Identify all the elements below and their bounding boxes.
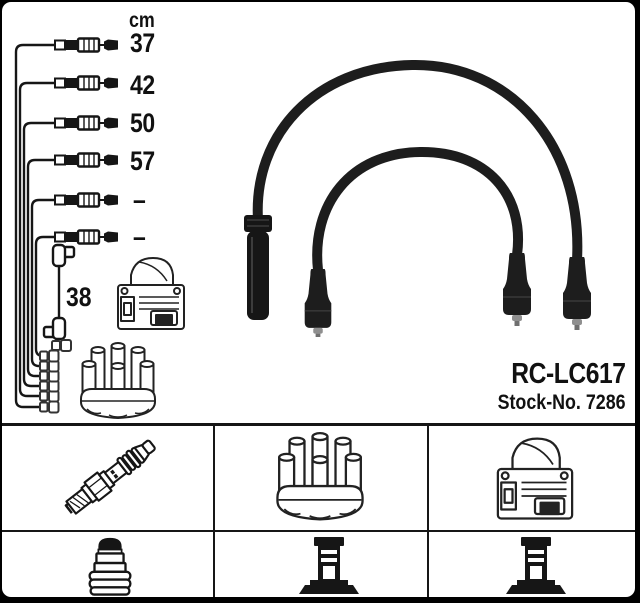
spark-plug-end-boot [502,252,532,327]
table-border-vertical-1 [213,426,215,597]
wire-length-value: 37 [130,28,155,58]
wire-length-value: 42 [130,70,155,100]
short-cable-photo [303,146,532,337]
distributor-cap-illustration [80,342,156,419]
distributor-end-boot [244,215,272,320]
wire-end-connector-icons [53,37,120,245]
cable-photo [244,59,592,337]
long-cable-photo [244,59,592,331]
spark-plug-icon [60,433,161,520]
table-border-top [2,423,635,426]
spark-plug-end-boot [303,268,333,337]
wire-harness-lines [14,43,57,409]
distributor-terminal-icon [299,537,359,594]
ignition-coil-icon [496,437,574,520]
distributor-connector-stack [39,349,60,414]
wire-length-value: 50 [130,108,155,138]
table-border-vertical-2 [427,426,429,597]
ignition-coil-illustration [117,257,185,330]
stock-number: Stock-No. 7286 [498,391,626,414]
wire-length-value: – [133,222,146,252]
wire-length-value: 57 [130,146,155,176]
distributor-cap-icon [276,432,364,521]
spark-plug-end-boot [562,256,592,331]
wiring-diagram [14,37,185,419]
wire-length-value: – [133,185,146,215]
coil-terminal-icon [506,537,566,594]
diagram-sheet: cm 37 42 50 57 – – 38 [2,2,635,597]
part-code: RC-LC617 [511,358,627,390]
plug-boot-icon [88,536,132,596]
coil-wire-length-value: 38 [66,282,92,312]
table-border-middle [2,530,635,532]
coil-wire-illustration [42,243,76,352]
unit-label: cm [129,9,155,32]
